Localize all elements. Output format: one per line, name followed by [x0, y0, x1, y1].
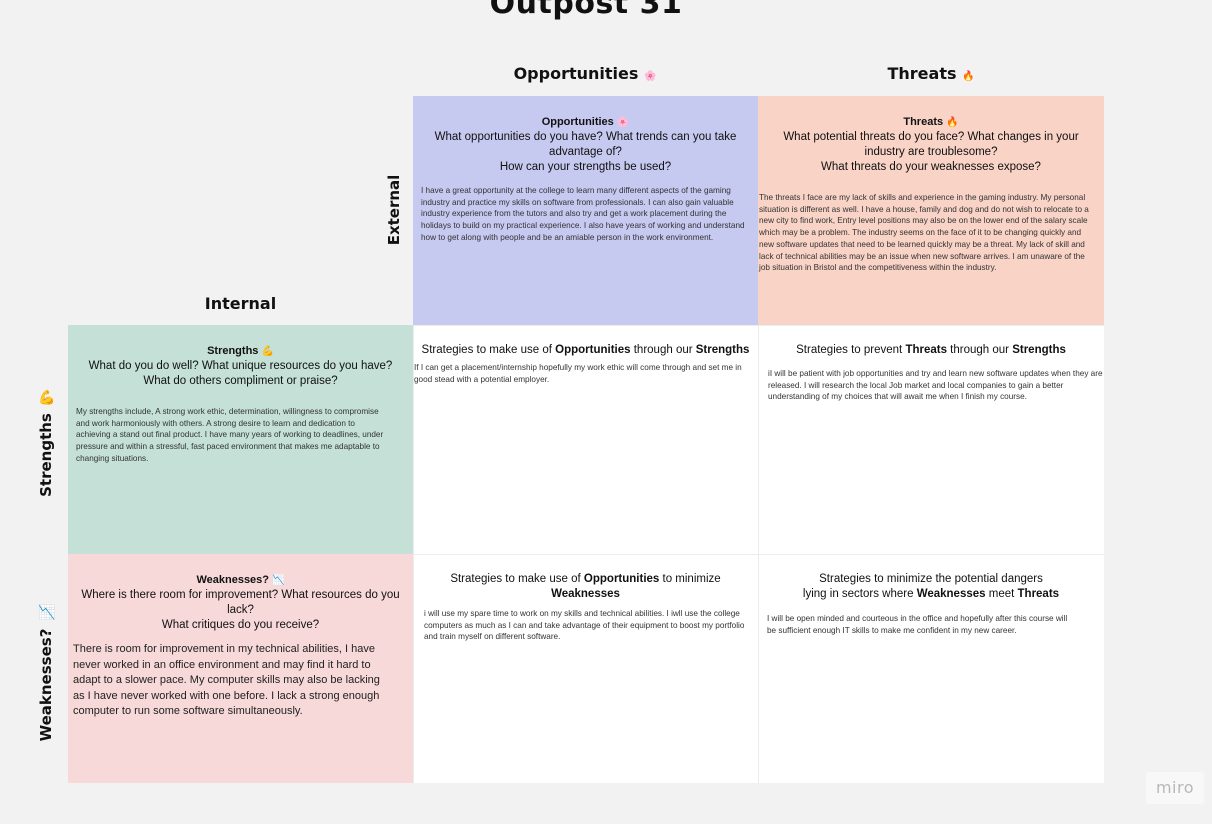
strategy-wt-title-mid: meet [985, 588, 1018, 600]
strategy-so-title-bold1: Opportunities [555, 344, 631, 356]
quadrant-weaknesses-prompt: Where is there room for improvement? Wha… [81, 589, 400, 616]
quadrant-strengths-prompt: What do others compliment or praise? [143, 375, 338, 387]
strategy-wo-title-mid: to minimize [659, 573, 721, 585]
quadrant-threats[interactable]: Threats 🔥 What potential threats do you … [758, 96, 1104, 325]
quadrant-weaknesses-body[interactable]: There is room for improvement in my tech… [73, 643, 380, 718]
strategy-wt-title-pre: lying in sectors where [802, 588, 917, 600]
strategy-threats-strengths[interactable]: Strategies to prevent Threats through ou… [758, 325, 1104, 554]
strategy-st-title-pre: Strategies to prevent [796, 344, 906, 356]
quadrant-opportunities-title: Opportunities 🌸 [421, 115, 750, 130]
strategy-wt-title-line1: Strategies to minimize the potential dan… [819, 573, 1043, 585]
strategy-wo-title-bold2: Weaknesses [551, 588, 620, 600]
flower-icon: 🌸 [616, 117, 630, 128]
flower-icon: 🌸 [643, 71, 657, 82]
chart-decreasing-icon: 📉 [38, 604, 56, 620]
axis-label-internal: Internal [204, 294, 277, 313]
axis-label-external-text: External [385, 174, 403, 246]
strategy-so-title-mid: through our [630, 344, 696, 356]
quadrant-weaknesses[interactable]: Weaknesses? 📉 Where is there room for im… [68, 554, 413, 783]
strategy-opportunities-weaknesses[interactable]: Strategies to make use of Opportunities … [413, 554, 758, 783]
quadrant-strengths-title: Strengths 💪 [78, 344, 403, 359]
strategy-wt-title-bold1: Weaknesses [916, 588, 986, 600]
strategy-wo-body[interactable]: i will use my spare time to work on my s… [424, 609, 745, 642]
strategy-so-body[interactable]: If I can get a placement/internship hope… [414, 363, 742, 384]
quadrant-weaknesses-prompt: What critiques do you receive? [161, 619, 320, 631]
quadrant-weaknesses-title-text: Weaknesses? [196, 574, 270, 586]
column-header-opportunities: Opportunities 🌸 [412, 64, 758, 86]
quadrant-strengths-prompt: What do you do well? What unique resourc… [88, 360, 393, 372]
quadrant-strengths[interactable]: Strengths 💪 What do you do well? What un… [68, 325, 413, 554]
strategy-wt-title-bold2: Threats [1017, 588, 1060, 600]
quadrant-threats-title-text: Threats [903, 116, 944, 128]
quadrant-threats-prompt: What threats do your weaknesses expose? [821, 161, 1041, 173]
row-label-strengths-text: Strengths [37, 413, 55, 497]
column-header-threats-label: Threats [887, 64, 957, 83]
column-header-opportunities-label: Opportunities [513, 64, 639, 83]
strategy-wo-title: Strategies to make use of Opportunities … [415, 572, 756, 602]
column-header-threats: Threats 🔥 [758, 64, 1104, 86]
strategy-so-title-pre: Strategies to make use of [421, 344, 556, 356]
strategy-st-title-mid: through our [946, 344, 1013, 356]
strategy-weaknesses-threats[interactable]: Strategies to minimize the potential dan… [758, 554, 1104, 783]
row-label-weaknesses-text: Weaknesses? [37, 628, 55, 742]
strategy-so-title: Strategies to make use of Opportunities … [415, 343, 756, 358]
strategy-st-body[interactable]: iI will be patient with job opportunitie… [768, 369, 1103, 402]
strategy-so-title-bold2: Strengths [695, 344, 750, 356]
strategy-st-title-bold1: Threats [905, 344, 947, 356]
quadrant-opportunities-prompt: How can your strengths be used? [499, 161, 672, 173]
board-title: Outpost 31 [489, 0, 683, 21]
fire-icon: 🔥 [946, 117, 959, 128]
fire-icon: 🔥 [962, 71, 975, 82]
strategy-wt-title: lying in sectors where Weaknesses meet T… [760, 587, 1102, 602]
quadrant-weaknesses-title: Weaknesses? 📉 [80, 573, 401, 588]
quadrant-opportunities-prompt: What opportunities do you have? What tre… [434, 131, 737, 158]
flexed-biceps-icon: 💪 [261, 346, 274, 357]
strategy-opportunities-strengths[interactable]: Strategies to make use of Opportunities … [413, 325, 758, 554]
quadrant-threats-prompt: What potential threats do you face? What… [783, 131, 1079, 158]
quadrant-threats-title: Threats 🔥 [762, 115, 1100, 130]
strategy-wo-title-pre: Strategies to make use of [450, 573, 584, 585]
chart-decreasing-icon: 📉 [272, 575, 285, 586]
quadrant-opportunities[interactable]: Opportunities 🌸 What opportunities do yo… [413, 96, 758, 325]
strategy-wo-title-bold1: Opportunities [583, 573, 660, 585]
quadrant-opportunities-body[interactable]: I have a great opportunity at the colleg… [421, 186, 745, 242]
strategy-wt-body[interactable]: I will be open minded and courteous in t… [767, 614, 1068, 635]
quadrant-threats-body[interactable]: The threats I face are my lack of skills… [759, 193, 1089, 273]
quadrant-strengths-body[interactable]: My strengths include, A strong work ethi… [76, 407, 384, 463]
flexed-biceps-icon: 💪 [38, 389, 56, 405]
quadrant-opportunities-title-text: Opportunities [541, 116, 614, 128]
strategy-st-title-bold2: Strengths [1012, 344, 1066, 356]
strategy-st-title: Strategies to prevent Threats through ou… [760, 343, 1102, 358]
quadrant-strengths-title-text: Strengths [207, 345, 259, 357]
miro-logo[interactable]: miro [1146, 772, 1204, 804]
